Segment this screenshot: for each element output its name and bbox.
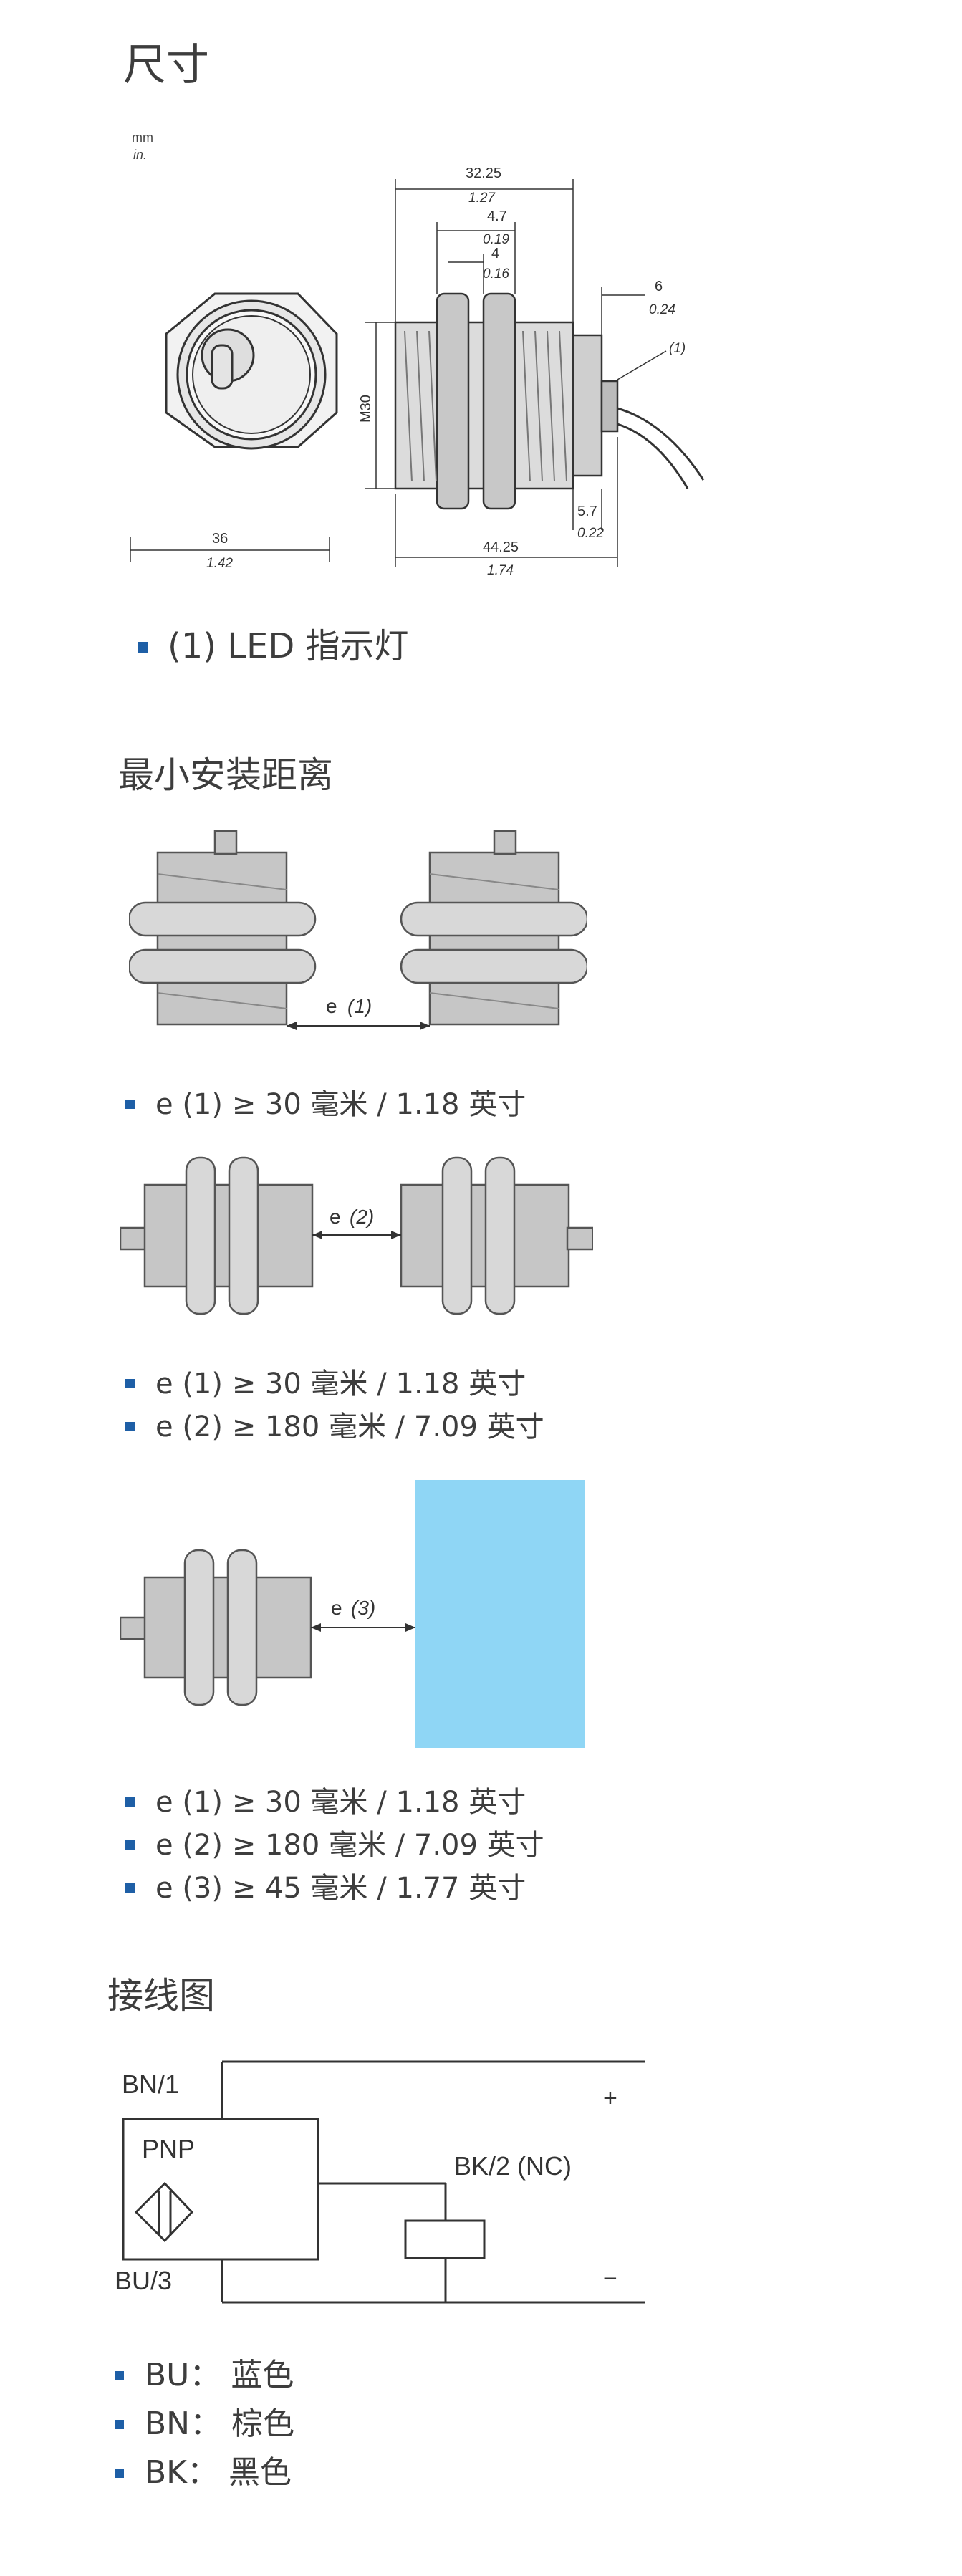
dim-32-25: 32.25 [466, 165, 501, 181]
wiring-legend: BU： 蓝色 BN： 棕色 BK： 黑色 [115, 2351, 294, 2497]
unit-mm: mm [132, 130, 153, 145]
side-view [394, 292, 705, 510]
led-callout: (1) [669, 341, 686, 356]
list-item: BU： 蓝色 [115, 2351, 294, 2400]
dim-6: 6 [655, 279, 663, 294]
fig3-e-index: (3) [351, 1597, 375, 1619]
wire-bn: BN/1 [122, 2070, 179, 2099]
wire-plus: + [603, 2085, 617, 2112]
bullet-icon [125, 1840, 135, 1850]
bullet-icon [125, 1797, 135, 1807]
fig2-notes: e (1) ≥ 30 毫米 / 1.18 英寸 e (2) ≥ 180 毫米 /… [125, 1363, 544, 1448]
list-item: e (1) ≥ 30 毫米 / 1.18 英寸 [125, 1083, 526, 1126]
fig2-e-index: (2) [350, 1206, 374, 1228]
dim-0-24: 0.24 [649, 302, 675, 317]
dimensions-title: 尺寸 [123, 40, 209, 90]
wire-bk: BK/2 (NC) [454, 2151, 572, 2181]
unit-in: in. [133, 148, 148, 162]
fig2-e-label: e [330, 1206, 341, 1228]
dim-4-7: 4.7 [487, 208, 507, 224]
min-distance-figure-3: e (3) [120, 1480, 585, 1748]
dim-4: 4 [491, 246, 499, 261]
fig1-notes: e (1) ≥ 30 毫米 / 1.18 英寸 [125, 1083, 526, 1126]
wire-bu: BU/3 [115, 2266, 172, 2295]
wiring-diagram: BN/1 PNP BK/2 (NC) BU/3 + − [115, 2060, 645, 2304]
target-plate [415, 1480, 585, 1748]
fig1-e-index: (1) [347, 995, 372, 1017]
dimensions-notes: (1) LED 指示灯 [138, 625, 409, 668]
bullet-icon [125, 1379, 135, 1388]
dim-44-25: 44.25 [483, 539, 519, 555]
dim-1-42: 1.42 [206, 556, 233, 571]
bullet-icon [125, 1422, 135, 1431]
dimension-drawing: 36 1.42 32.25 1.27 [130, 165, 705, 578]
bullet-icon [125, 1883, 135, 1893]
fig1-e-label: e [326, 995, 337, 1017]
dim-m30: M30 [358, 395, 374, 423]
dim-0-16: 0.16 [483, 266, 509, 282]
bullet-icon [115, 2469, 124, 2478]
bullet-icon [115, 2420, 124, 2429]
dim-5-7: 5.7 [577, 504, 597, 519]
list-item: BK： 黑色 [115, 2448, 294, 2497]
list-item: e (2) ≥ 180 毫米 / 7.09 英寸 [125, 1824, 544, 1867]
wiring-title: 接线图 [107, 1975, 215, 2017]
wire-pnp: PNP [142, 2134, 195, 2163]
list-item: e (1) ≥ 30 毫米 / 1.18 英寸 [125, 1363, 544, 1405]
front-view [165, 292, 338, 450]
dim-0-22: 0.22 [577, 526, 604, 541]
min-distance-title: 最小安装距离 [118, 754, 333, 796]
min-distance-figure-2: e (2) [120, 1156, 593, 1315]
list-item: (1) LED 指示灯 [138, 625, 409, 668]
bullet-icon [125, 1100, 135, 1109]
dim-36: 36 [212, 531, 228, 547]
wire-minus: − [603, 2265, 617, 2292]
list-item: e (2) ≥ 180 毫米 / 7.09 英寸 [125, 1405, 544, 1448]
dim-1-74: 1.74 [487, 563, 514, 578]
dim-1-27: 1.27 [468, 191, 496, 206]
bullet-icon [115, 2371, 124, 2380]
list-item: BN： 棕色 [115, 2400, 294, 2448]
dim-0-19: 0.19 [483, 232, 509, 247]
min-distance-figure-1: e (1) [129, 830, 587, 1030]
fig3-e-label: e [331, 1597, 342, 1619]
fig3-notes: e (1) ≥ 30 毫米 / 1.18 英寸 e (2) ≥ 180 毫米 /… [125, 1781, 544, 1910]
list-item: e (3) ≥ 45 毫米 / 1.77 英寸 [125, 1867, 544, 1910]
bullet-icon [138, 642, 148, 653]
list-item: e (1) ≥ 30 毫米 / 1.18 英寸 [125, 1781, 544, 1824]
